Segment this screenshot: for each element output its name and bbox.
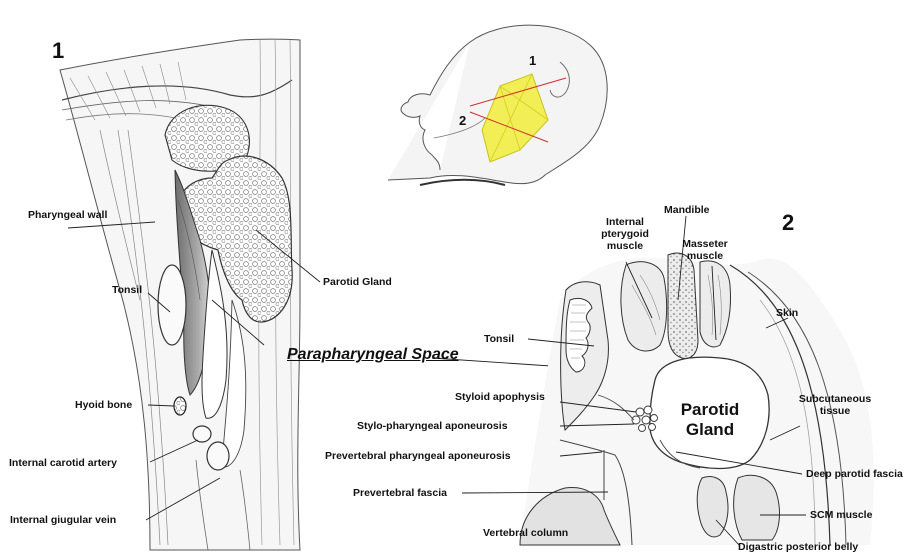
label-parotid-gland-1: Parotid Gland (323, 276, 392, 288)
label-mandible: Mandible (664, 204, 710, 216)
panel2-mandible (668, 253, 698, 358)
label-subcutaneous-line2: tissue (790, 405, 880, 417)
label-internal-pterygoid: Internal pterygoid muscle (590, 216, 660, 252)
label-parapharyngeal-space: Parapharyngeal Space (287, 346, 459, 364)
label-styloid-apophysis: Styloid apophysis (455, 391, 545, 403)
label-subcutaneous-tissue: Subcutaneous tissue (790, 393, 880, 417)
head-marker-1: 1 (529, 53, 536, 68)
panel1-section (60, 39, 300, 550)
label-internal-pterygoid-line2: pterygoid (590, 228, 660, 240)
label-parotid-gland-2: Parotid Gland (670, 400, 750, 440)
label-stylo-pharyngeal-aponeurosis: Stylo-pharyngeal aponeurosis (357, 420, 508, 432)
panel1-number: 1 (52, 38, 64, 64)
label-masseter-line1: Masseter (675, 238, 735, 250)
label-masseter-muscle: Masseter muscle (675, 238, 735, 262)
label-scm-muscle: SCM muscle (810, 509, 872, 521)
label-parotid-line1: Parotid (670, 400, 750, 420)
head-sketch (388, 25, 607, 185)
label-pharyngeal-wall: Pharyngeal wall (28, 209, 107, 221)
label-deep-parotid-fascia: Deep parotid fascia (806, 468, 903, 480)
label-hyoid-bone: Hyoid bone (75, 399, 132, 411)
panel1-hyoid (174, 397, 186, 415)
panel1-carotid (193, 426, 211, 442)
label-prevertebral-fascia: Prevertebral fascia (353, 487, 447, 499)
label-parotid-line2: Gland (670, 420, 750, 440)
label-masseter-line2: muscle (675, 250, 735, 262)
label-internal-carotid-artery: Internal carotid artery (9, 457, 117, 469)
label-prevertebral-pharyngeal-aponeurosis: Prevertebral pharyngeal aponeurosis (325, 450, 511, 462)
label-tonsil-2: Tonsil (484, 333, 514, 345)
panel2-scm (734, 475, 780, 540)
label-skin: Skin (776, 307, 798, 319)
label-internal-pterygoid-line3: muscle (590, 240, 660, 252)
label-vertebral-column: Vertebral column (483, 527, 568, 539)
panel1-jugular (207, 442, 229, 470)
panel2-number: 2 (782, 210, 794, 236)
label-internal-pterygoid-line1: Internal (590, 216, 660, 228)
label-subcutaneous-line1: Subcutaneous (790, 393, 880, 405)
head-marker-2: 2 (459, 113, 466, 128)
label-tonsil-1: Tonsil (112, 284, 142, 296)
label-digastric-posterior-belly: Digastric posterior belly (738, 541, 858, 553)
label-internal-jugular-vein: Internal giugular vein (10, 514, 116, 526)
